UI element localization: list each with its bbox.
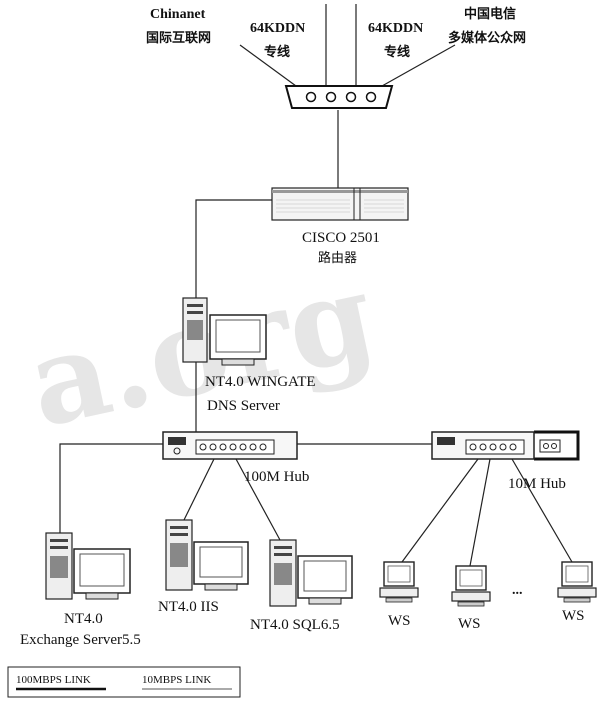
- ws-ellipsis: ...: [512, 583, 523, 598]
- link-router-gateway: [195, 199, 272, 300]
- cisco-router: [271, 187, 409, 221]
- link-hub100-exchange: [59, 443, 163, 535]
- hub10-label: 10M Hub: [508, 476, 566, 492]
- hub100-label: 100M Hub: [244, 469, 309, 485]
- sql-server: [269, 539, 353, 607]
- telecom-label: 中国电信: [464, 6, 516, 22]
- gateway-label: NT4.0 WINGATE: [205, 374, 316, 390]
- iis-server: [165, 519, 249, 591]
- gateway-sub-label: DNS Server: [207, 398, 280, 414]
- connection-lines: [59, 4, 573, 567]
- hub10-thick-port: [534, 430, 580, 461]
- legend-100-label: 100MBPS LINK: [16, 674, 91, 686]
- legend: 100MBPS LINK 10MBPS LINK: [7, 666, 241, 698]
- ws2-label: WS: [458, 616, 481, 632]
- link-telecom: [381, 44, 456, 87]
- iis-label: NT4.0 IIS: [158, 599, 219, 615]
- workstation-3: [557, 561, 597, 603]
- ws3-label: WS: [562, 608, 585, 624]
- exchange-server: [45, 532, 131, 600]
- chinanet-label: Chinanet: [150, 7, 206, 22]
- ddn-right-sub-label: 专线: [384, 44, 410, 60]
- link-hub10-ws3: [511, 458, 573, 563]
- link-hub100-iis: [182, 458, 215, 523]
- telecom-sub-label: 多媒体公众网: [448, 30, 526, 46]
- exchange-label: NT4.0: [64, 611, 103, 627]
- ddn-modem: [284, 85, 394, 109]
- link-hub10-ws1: [401, 458, 479, 563]
- router-sub-label: 路由器: [318, 250, 357, 266]
- hub-10m: [431, 431, 561, 460]
- workstation-1: [379, 561, 419, 603]
- gateway-computer: [182, 297, 267, 366]
- workstation-2: [451, 565, 491, 607]
- ddn-right-label: 64KDDN: [368, 21, 423, 36]
- ddn-left-label: 64KDDN: [250, 21, 305, 36]
- sql-label: NT4.0 SQL6.5: [250, 617, 340, 633]
- legend-10-label: 10MBPS LINK: [142, 674, 211, 686]
- chinanet-cn-label: 国际互联网: [146, 31, 211, 46]
- ws1-label: WS: [388, 613, 411, 629]
- exchange-sub-label: Exchange Server5.5: [20, 632, 141, 648]
- ddn-left-sub-label: 专线: [264, 44, 290, 60]
- link-chinanet: [239, 44, 297, 87]
- hub-100m: [162, 431, 298, 460]
- link-hub10-ws2: [469, 458, 491, 567]
- router-label: CISCO 2501: [302, 230, 380, 246]
- link-hub100-sql: [235, 458, 281, 541]
